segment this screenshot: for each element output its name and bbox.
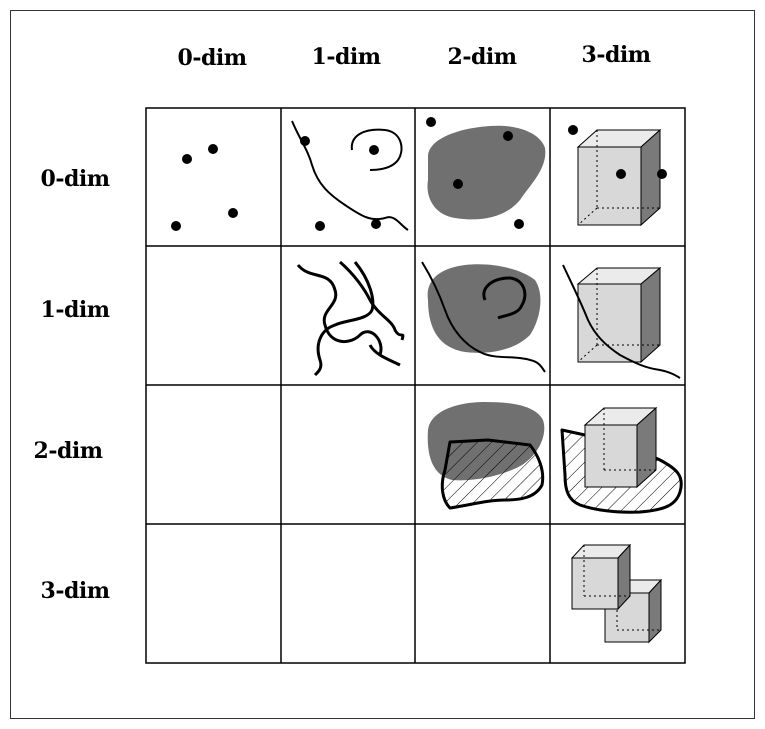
cell-2-3-box-region — [560, 406, 683, 514]
cell-3-3-boxes — [570, 543, 663, 644]
cell-1-3-curve-box — [562, 264, 681, 379]
point-marker — [369, 145, 379, 155]
point-marker — [453, 179, 463, 189]
curve — [313, 261, 375, 377]
point-marker — [228, 208, 238, 218]
cell-0-0-points — [171, 144, 238, 231]
point-marker — [503, 131, 513, 141]
curve — [368, 344, 401, 367]
column-header-2-dim: 2-dim — [447, 44, 517, 70]
cell-0-2-points-region — [426, 117, 546, 229]
hatched-region — [440, 438, 545, 510]
column-header-3-dim: 3-dim — [581, 42, 651, 68]
cell-1-2-curve-region — [421, 261, 546, 373]
point-marker — [616, 169, 626, 179]
point-marker — [315, 221, 325, 231]
box-front — [571, 557, 619, 610]
box-side — [640, 266, 661, 364]
cell-0-3-points-box — [568, 125, 667, 227]
row-header-1-dim: 1-dim — [40, 297, 110, 323]
box-front — [584, 424, 638, 488]
curve — [350, 128, 403, 171]
box-side — [640, 128, 661, 227]
point-marker — [171, 221, 181, 231]
point-marker — [371, 219, 381, 229]
curve — [562, 264, 681, 379]
curve — [339, 260, 405, 341]
grid-lines — [145, 107, 686, 664]
curve — [291, 120, 409, 231]
point-marker — [426, 117, 436, 127]
row-header-0-dim: 0-dim — [40, 166, 110, 192]
box-front — [577, 146, 642, 226]
curve — [421, 261, 546, 373]
cell-2-2-regions — [427, 402, 545, 510]
point-marker — [182, 154, 192, 164]
column-header-0-dim: 0-dim — [177, 45, 247, 71]
point-marker — [514, 219, 524, 229]
point-marker — [208, 144, 218, 154]
region-blob — [427, 125, 546, 220]
point-marker — [300, 136, 310, 146]
point-marker — [657, 169, 667, 179]
cell-1-1-curves — [296, 260, 405, 377]
curve — [296, 263, 383, 356]
row-header-2-dim: 2-dim — [33, 438, 103, 464]
column-header-1-dim: 1-dim — [311, 44, 381, 70]
point-marker — [568, 125, 578, 135]
box-front — [577, 283, 642, 363]
cell-0-1-points-curves — [291, 120, 409, 231]
row-header-3-dim: 3-dim — [40, 578, 110, 604]
curve — [482, 276, 527, 320]
